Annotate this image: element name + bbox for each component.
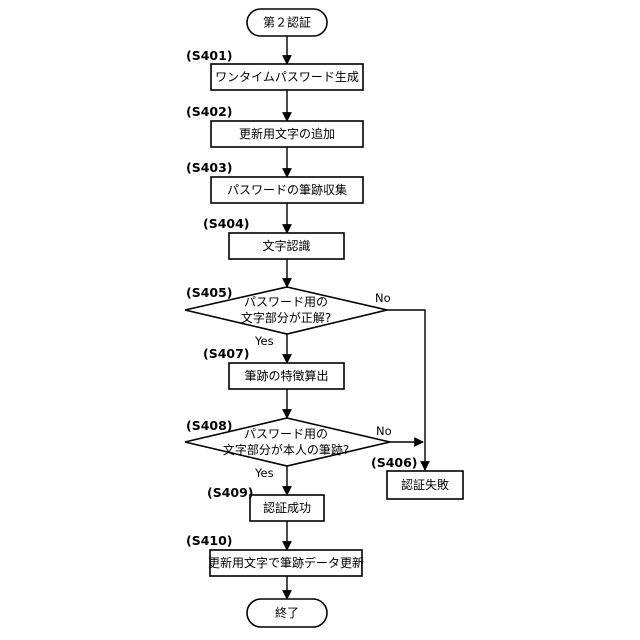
step-label-s406: (S406) [371,455,418,470]
step-label-s409: (S409) [207,485,254,500]
node-s404: 文字認識 [229,233,344,259]
step-label-s404: (S404) [203,216,250,231]
edge-s405-s406-no [387,310,425,470]
step-label-s408: (S408) [186,418,233,433]
node-s401: ワンタイムパスワード生成 [211,64,363,90]
node-s409: 認証成功 [250,495,324,521]
branch-label-s405-yes: Yes [254,334,274,348]
step-label-s407: (S407) [203,346,250,361]
node-end: 終了 [247,599,327,627]
node-s402-label: 更新用文字の追加 [239,126,335,141]
node-s401-label: ワンタイムパスワード生成 [215,70,359,84]
step-label-s401: (S401) [186,48,233,63]
node-s406: 認証失敗 [387,471,463,499]
branch-label-s408-no: No [376,424,392,438]
step-label-s402: (S402) [186,104,233,119]
step-label-s410: (S410) [186,533,233,548]
decision-s408-label-line1: パスワード用の [244,427,328,441]
node-start: 第２認証 [247,9,327,36]
step-label-s405: (S405) [186,285,233,300]
decision-s405-label-line1: パスワード用の [244,295,328,309]
node-s403: パスワードの筆跡収集 [211,177,363,203]
branch-label-s405-no: No [375,291,391,305]
node-s410: 更新用文字で筆跡データ更新 [208,550,364,576]
node-s402: 更新用文字の追加 [211,121,363,147]
branch-label-s408-yes: Yes [254,466,274,480]
decision-s408-label-line2: 文字部分が本人の筆跡? [223,442,349,457]
node-s406-label: 認証失敗 [401,477,449,492]
node-end-label: 終了 [275,605,299,620]
step-label-s403: (S403) [186,160,233,175]
node-s404-label: 文字認識 [262,238,310,253]
node-s407: 筆跡の特徴算出 [229,363,344,389]
node-s407-label: 筆跡の特徴算出 [244,368,328,383]
decision-s405-label-line2: 文字部分が正解? [241,310,331,325]
node-s409-label: 認証成功 [263,500,311,515]
node-start-label: 第２認証 [263,15,311,30]
node-s410-label: 更新用文字で筆跡データ更新 [208,555,364,570]
node-s403-label: パスワードの筆跡収集 [227,182,347,197]
